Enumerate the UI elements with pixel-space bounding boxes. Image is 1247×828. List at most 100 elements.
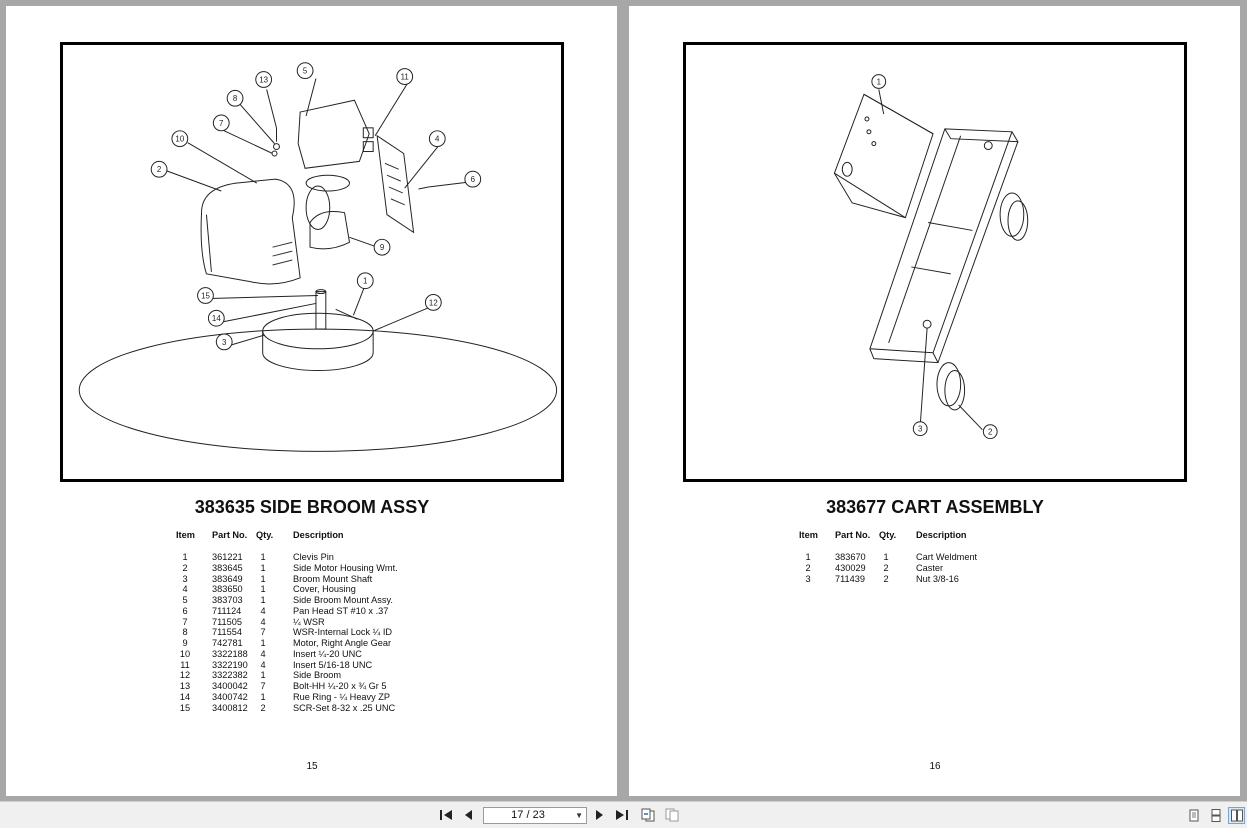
svg-text:11: 11 <box>401 73 409 82</box>
cell-desc: Side Motor Housing Wmt. <box>293 562 398 573</box>
cell-desc: Rue Ring - ¼ Heavy ZP <box>293 691 391 702</box>
cell-qty: 1 <box>260 584 266 595</box>
svg-text:3: 3 <box>222 338 227 347</box>
svg-text:8: 8 <box>233 94 238 103</box>
callout-9: 9 <box>373 238 391 256</box>
cell-qty: 1 <box>260 638 266 648</box>
cell-item: 14 <box>179 691 191 702</box>
cell-qty: 1 <box>883 552 889 562</box>
page-title-side-broom: 383635 SIDE BROOM ASSY <box>194 497 430 517</box>
facing-pages-view-icon[interactable] <box>1228 807 1245 824</box>
last-page-icon[interactable] <box>613 807 631 823</box>
cell-item: 3 <box>805 573 811 584</box>
cell-desc: Bolt-HH ¼-20 x ¾ Gr 5 <box>293 681 387 691</box>
cell-item: 10 <box>179 648 191 659</box>
chevron-down-icon[interactable]: ▼ <box>575 811 583 820</box>
first-page-icon[interactable] <box>437 807 455 823</box>
cell-item: 2 <box>182 562 188 573</box>
side-broom-figure: 5 13 8 7 10 2 11 4 6 9 1 12 15 14 3 <box>60 42 564 482</box>
go-forward-icon[interactable] <box>663 807 681 823</box>
cell-item: 15 <box>179 702 191 713</box>
cell-desc: SCR-Set 8-32 x .25 UNC <box>293 702 396 713</box>
cell-desc: Insert 5/16-18 UNC <box>293 659 373 670</box>
document-page-right: 1 2 3 383677 CART ASSEMBLY Item Part No.… <box>629 6 1240 796</box>
cell-item: 1 <box>182 552 188 562</box>
go-back-icon[interactable] <box>639 807 657 823</box>
callout-3: 3 <box>215 333 233 351</box>
cell-item: 4 <box>182 584 188 595</box>
callout-5: 5 <box>296 62 314 80</box>
svg-text:7: 7 <box>219 119 223 128</box>
cell-part: 711554 <box>212 627 242 638</box>
cell-part: 383670 <box>835 552 866 562</box>
cell-item: 13 <box>179 681 191 691</box>
cell-item: 8 <box>182 627 188 638</box>
svg-text:6: 6 <box>471 175 476 184</box>
cell-qty: 1 <box>260 595 266 605</box>
viewer-toolbar: 17 / 23 ▼ <box>0 801 1247 828</box>
callout-cart-1: 1 <box>871 74 887 89</box>
cell-part: 3322188 <box>212 648 248 659</box>
svg-text:10: 10 <box>175 135 184 144</box>
callout-4: 4 <box>428 130 446 148</box>
callout-11: 11 <box>396 68 414 85</box>
cell-qty: 4 <box>260 605 266 616</box>
cell-qty: 4 <box>260 659 266 670</box>
continuous-view-icon[interactable] <box>1207 807 1224 824</box>
cart-assembly-diagram: 1 2 3 <box>833 74 1029 440</box>
cell-part: 383645 <box>212 562 243 573</box>
cell-item: 11 <box>180 659 190 670</box>
cell-desc: WSR-Internal Lock ¼ ID <box>293 627 393 638</box>
svg-text:2: 2 <box>157 165 161 174</box>
svg-text:1: 1 <box>363 277 367 286</box>
cell-item: 9 <box>182 638 188 648</box>
cell-part: 3400742 <box>212 691 248 702</box>
svg-text:1: 1 <box>877 77 881 86</box>
svg-text:14: 14 <box>212 314 221 323</box>
prev-page-icon[interactable] <box>459 807 477 823</box>
callout-2: 2 <box>150 160 168 178</box>
cell-part: 383703 <box>212 595 243 605</box>
cell-item: 3 <box>182 573 188 584</box>
page-number: 15 <box>306 761 318 772</box>
cell-desc: Side Broom Mount Assy. <box>293 595 393 605</box>
document-page-left: 5 13 8 7 10 2 11 4 6 9 1 12 15 14 3 3836… <box>6 6 617 796</box>
callout-12: 12 <box>424 294 442 311</box>
svg-text:2: 2 <box>988 428 992 437</box>
page-title-cart: 383677 CART ASSEMBLY <box>826 497 1044 517</box>
cell-desc: Cart Weldment <box>916 552 978 562</box>
svg-text:3: 3 <box>918 425 923 434</box>
cart-figure: 1 2 3 <box>683 42 1187 482</box>
page-number-field[interactable]: 17 / 23 ▼ <box>483 807 587 824</box>
cell-qty: 2 <box>883 573 889 584</box>
cell-part: 383649 <box>212 573 243 584</box>
svg-text:12: 12 <box>429 298 438 307</box>
cell-desc: Nut 3/8-16 <box>916 573 959 584</box>
cell-part: 361221 <box>212 552 243 562</box>
cell-desc: Pan Head ST #10 x .37 <box>293 605 389 616</box>
callout-8: 8 <box>226 89 244 107</box>
cell-qty: 4 <box>260 648 266 659</box>
cell-item: 6 <box>182 605 188 616</box>
cell-item: 7 <box>182 616 188 627</box>
cell-part: 742781 <box>212 638 243 648</box>
cell-desc: Motor, Right Angle Gear <box>293 638 392 648</box>
cell-desc: Clevis Pin <box>293 552 334 562</box>
callout-7: 7 <box>212 114 230 132</box>
svg-text:13: 13 <box>259 75 268 84</box>
callout-14: 14 <box>207 309 225 327</box>
cell-part: 430029 <box>835 562 866 573</box>
cell-qty: 1 <box>260 562 266 573</box>
callout-1: 1 <box>356 272 374 290</box>
cell-desc: Insert ¼-20 UNC <box>293 648 362 659</box>
cell-desc: Broom Mount Shaft <box>293 573 373 584</box>
cell-part: 711124 <box>212 605 242 616</box>
cell-qty: 1 <box>260 552 266 562</box>
cell-desc: ¼ WSR <box>293 616 325 627</box>
cell-qty: 2 <box>260 702 266 713</box>
cell-part: 3400042 <box>212 681 248 691</box>
single-page-view-icon[interactable] <box>1185 807 1202 824</box>
next-page-icon[interactable] <box>591 807 609 823</box>
callout-6: 6 <box>464 170 482 188</box>
svg-text:9: 9 <box>380 243 384 252</box>
